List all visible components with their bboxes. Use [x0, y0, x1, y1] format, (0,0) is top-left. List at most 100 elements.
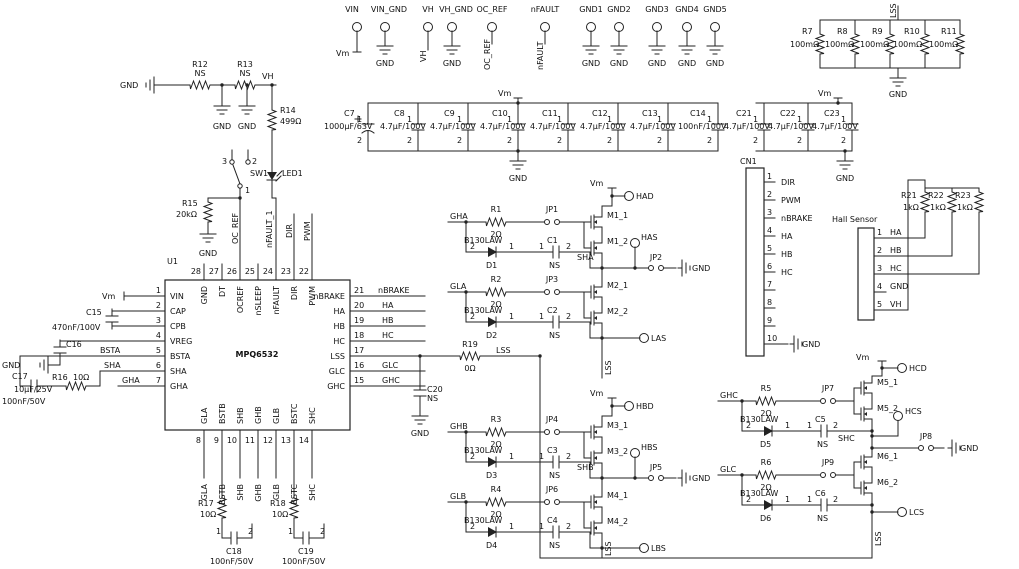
res-r16-value: 10Ω	[73, 373, 89, 382]
ground-icon-gnd1	[582, 41, 600, 55]
ic-pin-num-GHB: 11	[245, 436, 255, 445]
cap-c1-ref: C1	[547, 236, 558, 245]
jumper-jp6	[541, 499, 563, 505]
res-r7-ref: R7	[802, 27, 813, 36]
testpoint-gnd2	[614, 22, 624, 32]
res-r10	[920, 29, 930, 59]
diode-d5	[753, 425, 783, 437]
fet-m1-1-ref: M1_1	[607, 211, 628, 220]
ic-pin-num-nFAULT: 24	[263, 267, 273, 276]
cap-c7-ref: C7	[344, 109, 355, 118]
hall-pin-num-3: 3	[877, 264, 882, 273]
ic-pin-name-GHC: GHC	[327, 382, 345, 391]
hall-pin-name-HC: HC	[890, 264, 902, 273]
cn1-pin-num-8: 8	[767, 298, 772, 307]
cap-c8-value: 4.7µF/100V	[380, 122, 426, 131]
net-vh-junction: VH	[262, 72, 274, 81]
net-shc-c: SHC	[838, 434, 855, 443]
net-shc-bot: SHC	[308, 484, 317, 501]
fet-m6-2-ref: M6_2	[877, 478, 898, 487]
junction-dot	[600, 546, 604, 550]
diode-d2-part: B130LAW	[464, 306, 502, 315]
net-glb-bot: GLB	[272, 484, 281, 500]
ground-icon-shunt	[889, 73, 907, 87]
diode-d5-ref: D5	[760, 440, 771, 449]
sw1-pin1: 1	[245, 186, 250, 195]
gnd-label-gnd3: GND	[648, 59, 666, 68]
ic-pin-name-PWM: PWM	[308, 286, 317, 306]
ground-icon-swa	[213, 101, 231, 115]
diode-d2-pin2: 2	[470, 312, 475, 321]
ic-pin-num-PWM: 22	[299, 267, 309, 276]
junction-dot	[538, 354, 542, 358]
net-vm-b: Vm	[590, 389, 603, 398]
cap-c10-pin1: 1	[507, 115, 512, 124]
ic-pin-num-HA: 20	[354, 301, 364, 310]
junction-dot	[740, 399, 744, 403]
net-gla-bot: GLA	[200, 483, 209, 500]
testpoint-hcd	[897, 363, 907, 373]
fet-m4-2	[583, 515, 603, 541]
ground-icon-jp5	[677, 469, 691, 487]
gnd-label-r12: GND	[120, 81, 138, 90]
net-ghc-c: GHC	[720, 391, 738, 400]
junction-dot	[245, 83, 249, 87]
testpoint-las	[639, 333, 649, 343]
cap-c4	[545, 525, 567, 539]
res-r19	[455, 351, 485, 361]
cap-c20-ref: C20	[427, 385, 443, 394]
ground-icon-c20	[411, 411, 429, 425]
res-r15-value: 20kΩ	[176, 210, 197, 219]
ground-icon-vingnd	[376, 41, 394, 55]
fet-m6-1-ref: M6_1	[877, 452, 898, 461]
tp-vin-label: VIN	[345, 5, 359, 14]
testpoint-gnd3	[652, 22, 662, 32]
cap-c9-pin1: 1	[457, 115, 462, 124]
junction-dot	[220, 83, 224, 87]
ic-pin-num-LSS: 17	[354, 346, 364, 355]
res-r18-value: 10Ω	[272, 510, 288, 519]
ground-icon-gnd2	[610, 41, 628, 55]
tp-has-label: HAS	[641, 233, 658, 242]
net-glc-c: GLC	[720, 465, 737, 474]
res-r11-value: 100mΩ	[929, 40, 958, 49]
junction-dot	[633, 476, 637, 480]
testpoint-vh	[423, 22, 433, 32]
net-vm-a: Vm	[590, 179, 603, 188]
diode-d3-pin1: 1	[509, 452, 514, 461]
ground-icon-cn1	[789, 335, 803, 353]
res-r16	[61, 381, 91, 391]
cap-c4-pin1: 1	[539, 522, 544, 531]
cn1-pin-name-HB: HB	[781, 250, 793, 259]
ic-pin-name-SHC: SHC	[308, 407, 317, 424]
junction-dot	[600, 336, 604, 340]
junction-dot	[464, 500, 468, 504]
ic-pin-num-BSTA: 5	[156, 346, 161, 355]
cap-c12-pin1: 1	[607, 115, 612, 124]
testpoint-vin-gnd	[380, 22, 390, 32]
diode-d1-ref: D1	[486, 261, 497, 270]
jumper-jp4	[541, 429, 563, 435]
diode-d1-pin1: 1	[509, 242, 514, 251]
diode-d5-pin2: 2	[746, 421, 751, 430]
gnd-label-jp5: GND	[692, 474, 710, 483]
diode-d3-pin2: 2	[470, 452, 475, 461]
junction-dot	[270, 83, 274, 87]
cap-c2-pin1: 1	[539, 312, 544, 321]
res-r8-ref: R8	[837, 27, 848, 36]
gnd-label-gnd5: GND	[706, 59, 724, 68]
cap-c5-ref: C5	[815, 415, 826, 424]
cap-c16	[53, 339, 67, 361]
junction-dot	[843, 149, 847, 153]
net-gha-a: GHA	[450, 212, 468, 221]
testpoint-nfault	[540, 22, 550, 32]
diode-d5-part: B130LAW	[740, 415, 778, 424]
tp-hbd-label: HBD	[636, 402, 654, 411]
gnd-label-c16: GND	[2, 361, 20, 370]
ground-icon-gnd5	[706, 41, 724, 55]
cap-c18-ref: C18	[226, 547, 242, 556]
junction-dot	[836, 101, 840, 105]
jp3-ref: JP3	[545, 275, 558, 284]
res-r2	[481, 287, 511, 297]
res-r10-value: 100mΩ	[893, 40, 922, 49]
